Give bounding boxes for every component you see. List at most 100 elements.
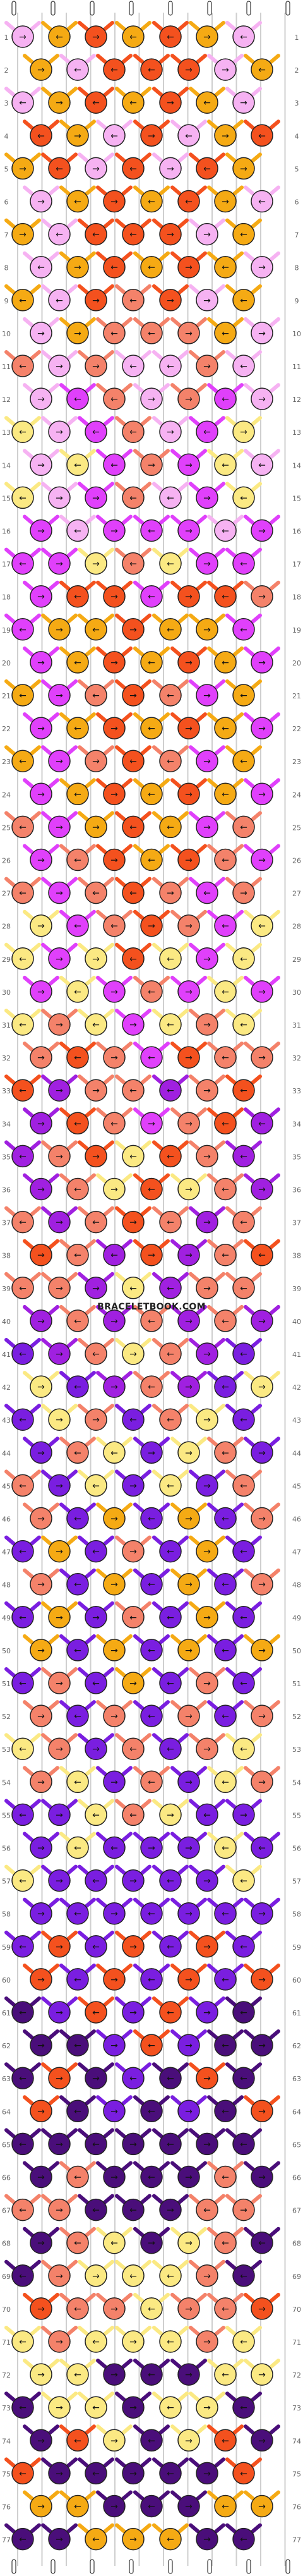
- arrow-right-icon: →: [148, 1844, 155, 1854]
- arrow-left-icon: ←: [148, 1711, 155, 1722]
- knot: ←: [85, 2001, 107, 2024]
- knot: ←: [11, 881, 34, 904]
- row-number-right: 37: [292, 1219, 301, 1227]
- row-number-right: 21: [292, 692, 301, 700]
- knot: ←: [66, 1046, 89, 1069]
- knot: →: [48, 947, 71, 970]
- row-number-right: 58: [292, 1911, 301, 1919]
- knot: →: [177, 2165, 200, 2189]
- arrow-left-icon: ←: [74, 2304, 81, 2314]
- knot: →: [103, 2363, 126, 2386]
- knot: ←: [214, 585, 237, 608]
- arrow-right-icon: →: [56, 2535, 63, 2545]
- arrow-right-icon: →: [92, 296, 100, 306]
- knot: ←: [140, 1309, 163, 1332]
- row-number-left: 34: [2, 1120, 11, 1128]
- arrow-left-icon: ←: [222, 460, 229, 470]
- knot: ←: [11, 486, 34, 509]
- knot: →: [196, 1672, 218, 1694]
- knot: ←: [140, 848, 163, 872]
- arrow-left-icon: ←: [110, 394, 118, 404]
- arrow-right-icon: →: [240, 164, 247, 174]
- knot: ←: [159, 2067, 182, 2089]
- knot: ←: [214, 1507, 237, 1530]
- knot: →: [30, 1704, 52, 1727]
- knot: ←: [214, 914, 237, 937]
- knot: →: [159, 157, 182, 180]
- knot: ←: [159, 2396, 182, 2419]
- row-number-left: 54: [2, 1778, 11, 1787]
- knot: ←: [66, 1507, 89, 1530]
- arrow-left-icon: ←: [92, 889, 100, 899]
- arrow-left-icon: ←: [19, 756, 27, 767]
- row-number-left: 61: [2, 2009, 11, 2017]
- arrow-right-icon: →: [185, 1382, 193, 1392]
- arrow-right-icon: →: [92, 1613, 100, 1623]
- knot: ←: [159, 750, 182, 772]
- knot: ←: [214, 1243, 237, 1267]
- arrow-left-icon: ←: [167, 691, 174, 701]
- arrow-left-icon: ←: [240, 625, 247, 635]
- arrow-left-icon: ←: [258, 1119, 266, 1129]
- row-number-left: 60: [2, 1976, 11, 1984]
- knot: →: [85, 1408, 107, 1431]
- knot: ←: [159, 1672, 182, 1694]
- knot: →: [48, 1210, 71, 1234]
- knot: →: [103, 190, 126, 213]
- arrow-left-icon: ←: [167, 1086, 174, 1096]
- row-number-left: 25: [2, 823, 11, 832]
- row-number-right: 34: [292, 1120, 301, 1128]
- knot: ←: [214, 1704, 237, 1727]
- knot: ←: [103, 453, 126, 477]
- arrow-right-icon: →: [167, 1810, 174, 1820]
- arrow-left-icon: ←: [74, 1580, 81, 1590]
- row-number-right: 16: [292, 528, 301, 536]
- knot: →: [140, 2231, 163, 2254]
- knot: →: [177, 651, 200, 674]
- arrow-left-icon: ←: [129, 164, 137, 174]
- knot: →: [48, 2264, 71, 2287]
- knot: →: [177, 1572, 200, 1596]
- row-number-left: 13: [2, 428, 11, 437]
- knot: →: [251, 1902, 273, 1925]
- arrow-right-icon: →: [203, 1547, 211, 1557]
- arrow-left-icon: ←: [110, 329, 118, 339]
- knot: →: [177, 585, 200, 608]
- arrow-right-icon: →: [37, 921, 45, 932]
- knot: ←: [140, 980, 163, 1003]
- arrow-left-icon: ←: [110, 921, 118, 932]
- arrow-left-icon: ←: [203, 1810, 211, 1820]
- arrow-left-icon: ←: [56, 32, 63, 42]
- knot: →: [251, 1441, 273, 1464]
- arrow-right-icon: →: [37, 1316, 45, 1327]
- arrow-left-icon: ←: [167, 2271, 174, 2281]
- knot: →: [85, 947, 107, 970]
- arrow-right-icon: →: [258, 1382, 266, 1392]
- knot: →: [196, 2462, 218, 2485]
- knot: ←: [66, 1836, 89, 1859]
- knot: →: [48, 2132, 71, 2156]
- string-end-bottom: [285, 2559, 290, 2574]
- arrow-right-icon: →: [37, 1909, 45, 1919]
- arrow-left-icon: ←: [92, 625, 100, 635]
- knot: ←: [85, 1342, 107, 1365]
- row-number-right: 50: [292, 1647, 301, 1655]
- knot: ←: [232, 815, 255, 839]
- arrow-right-icon: →: [110, 789, 118, 799]
- arrow-right-icon: →: [129, 1481, 137, 1491]
- row-number-left: 71: [2, 2338, 11, 2347]
- knot: →: [251, 2034, 273, 2057]
- arrow-right-icon: →: [129, 2139, 137, 2149]
- arrow-right-icon: →: [203, 1349, 211, 1359]
- string-end-top: [11, 1, 16, 16]
- knot: ←: [66, 1243, 89, 1267]
- knot: ←: [66, 2165, 89, 2189]
- knot: ←: [122, 486, 145, 509]
- arrow-left-icon: ←: [258, 1251, 266, 1261]
- knot: →: [251, 717, 273, 739]
- row-number-right: 8: [295, 264, 299, 272]
- arrow-right-icon: →: [222, 131, 229, 141]
- arrow-right-icon: →: [185, 2173, 193, 2183]
- knot: →: [159, 91, 182, 114]
- knot: ←: [85, 2462, 107, 2485]
